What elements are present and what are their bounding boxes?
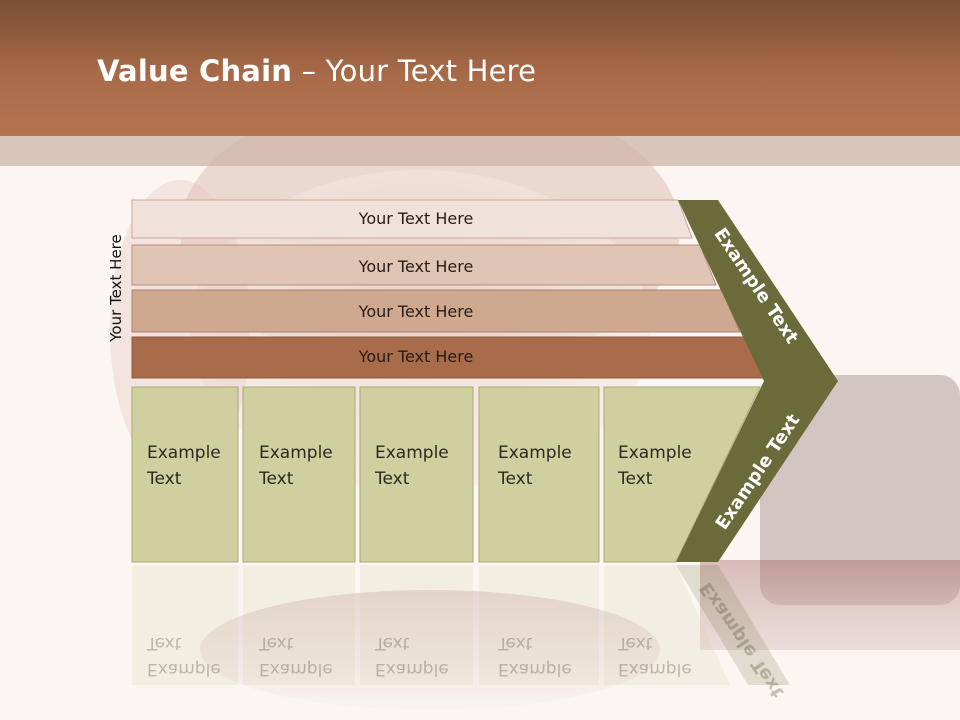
row-label-3: Your Text Here: [358, 302, 474, 321]
cell-3-line1: Example: [375, 443, 449, 463]
cell-reflection-label-3: Example Text: [375, 630, 449, 682]
cell-5-reflection-line1: Example: [618, 659, 692, 679]
row-shape-3: [131, 289, 741, 333]
cell-reflection-label-5: Example Text: [618, 630, 692, 682]
cell-reflection-4: [479, 565, 599, 685]
cell-2-line1: Example: [259, 443, 333, 463]
cell-reflection-label-4: Example Text: [498, 630, 572, 682]
cell-3-reflection-line1: Example: [375, 659, 449, 679]
cell-shape-4: [478, 386, 600, 563]
row-label-2: Your Text Here: [358, 257, 474, 276]
cell-shape-1: [131, 386, 239, 563]
row-label-4: Your Text Here: [358, 347, 474, 366]
cell-reflection-5: [604, 565, 730, 685]
cell-5-reflection-line2: Text: [618, 633, 653, 653]
cell-5-line1: Example: [618, 443, 692, 463]
cell-reflection-2: [243, 565, 355, 685]
cell-5-line2: Text: [618, 469, 653, 489]
title-bar-strip: [0, 136, 960, 166]
cell-4-reflection-line2: Text: [498, 633, 533, 653]
cell-reflection-3: [360, 565, 473, 685]
cell-1-reflection-line1: Example: [147, 659, 221, 679]
cell-reflection-label-1: Example Text: [147, 630, 221, 682]
row-shape-2: [131, 244, 717, 286]
cell-shape-3: [359, 386, 474, 563]
cell-shape-2: [242, 386, 356, 563]
cell-1-line1: Example: [147, 443, 221, 463]
cell-1-line2: Text: [147, 469, 182, 489]
row-shape-1: [131, 199, 693, 239]
slide-title: Value Chain – Your Text Here: [97, 54, 536, 88]
cell-4-reflection-line1: Example: [498, 659, 572, 679]
chevron-shape: [676, 200, 838, 562]
cell-3-line2: Text: [375, 469, 410, 489]
chevron-reflection: [676, 565, 790, 685]
cell-2-line2: Text: [259, 469, 294, 489]
cell-4-line1: Example: [498, 443, 572, 463]
cell-4-line2: Text: [498, 469, 533, 489]
cell-2-reflection-line2: Text: [259, 633, 294, 653]
cell-2-reflection-line1: Example: [259, 659, 333, 679]
title-rest: – Your Text Here: [292, 54, 537, 88]
cell-reflection-label-2: Example Text: [259, 630, 333, 682]
title-bar: [0, 0, 960, 136]
cell-reflection-1: [132, 565, 238, 685]
title-bold: Value Chain: [97, 54, 293, 88]
cell-1-reflection-line2: Text: [147, 633, 182, 653]
cell-3-reflection-line2: Text: [375, 633, 410, 653]
row-label-1: Your Text Here: [358, 209, 474, 228]
